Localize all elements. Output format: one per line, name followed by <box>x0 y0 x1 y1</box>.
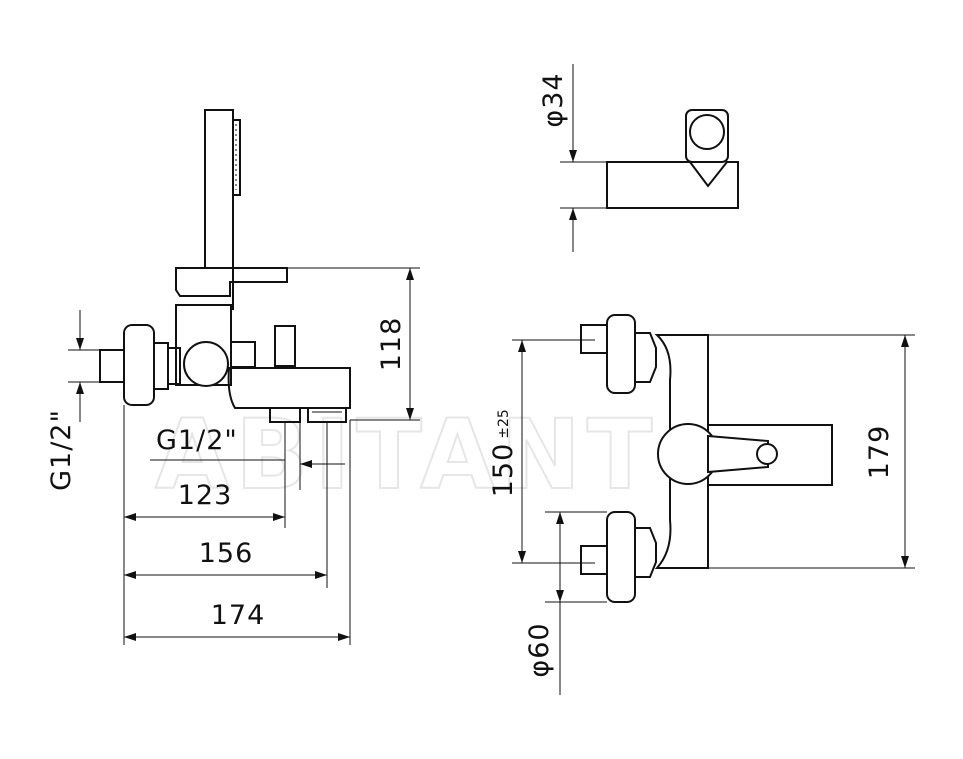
dim-holder-diameter: φ34 <box>538 72 569 127</box>
side-dimensions: 118 G1/2" G1/2" 123 156 174 <box>46 267 420 645</box>
dim-123: 123 <box>178 480 233 511</box>
dim-flange-diameter: φ60 <box>524 622 555 677</box>
dim-thread-bottom: G1/2" <box>156 425 238 456</box>
dim-174: 174 <box>211 600 266 631</box>
side-view <box>99 109 351 423</box>
dim-156: 156 <box>199 538 254 569</box>
watermark: ABITANT <box>155 399 658 511</box>
dim-front-height: 179 <box>864 425 895 480</box>
dim-thread-left: G1/2" <box>46 409 77 491</box>
front-view <box>580 314 833 603</box>
front-dimensions: 150 ±25 179 φ60 <box>488 334 915 695</box>
dim-118: 118 <box>376 317 407 372</box>
holder-detail: φ34 <box>538 64 739 252</box>
dim-centers-tolerance: ±25 <box>496 409 512 439</box>
dim-centers: 150 <box>488 443 519 498</box>
